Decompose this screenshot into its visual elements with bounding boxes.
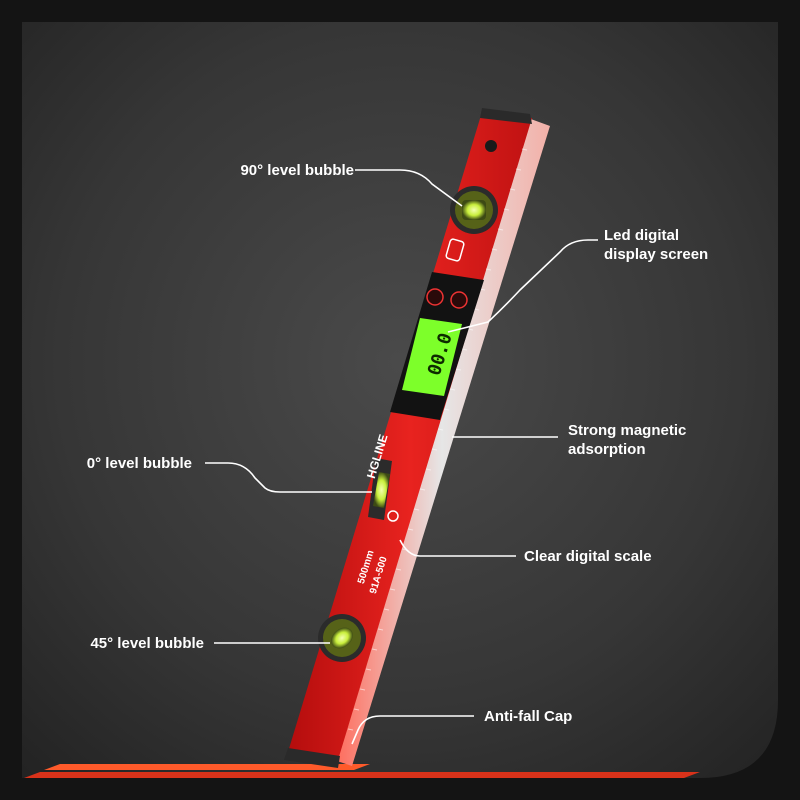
callout-text: Clear digital scale [524,548,652,565]
callout-line-led [447,239,598,333]
callout-line-0 [205,462,372,493]
brand-badge [387,510,399,522]
bubble-45-vial [318,614,366,662]
bubble-90-vial [450,186,498,234]
callout-0-level-bubble: 0° level bubble [87,454,192,473]
callout-text: Led digital [604,227,679,244]
digital-level [284,108,550,768]
callout-text: display screen [604,246,709,263]
callout-anti-fall-cap: Anti-fall Cap [484,707,572,726]
callout-text: adsorption [568,441,646,458]
callout-lines [205,169,598,745]
callout-45-level-bubble: 45° level bubble [90,634,204,653]
accent-stripes [24,764,700,778]
callout-text: 0° level bubble [86,455,192,472]
callout-text: 45° level bubble [90,635,204,652]
lcd-display-panel [390,272,484,420]
callout-line-scale [399,539,516,557]
callout-line-90 [355,169,463,207]
callout-text: Anti-fall Cap [484,708,573,725]
brand-mark [445,238,465,262]
callout-magnetic: Strong magnetic adsorption [568,421,686,459]
callout-led-display: Led digital display screen [604,226,708,264]
callout-text: Strong magnetic [568,422,687,439]
bubble-0-vial [368,458,392,520]
callout-text: 90° level bubble [240,162,354,179]
callout-line-cap [351,715,474,745]
callout-90-level-bubble: 90° level bubble [240,161,354,180]
callout-digital-scale: Clear digital scale [524,547,652,566]
